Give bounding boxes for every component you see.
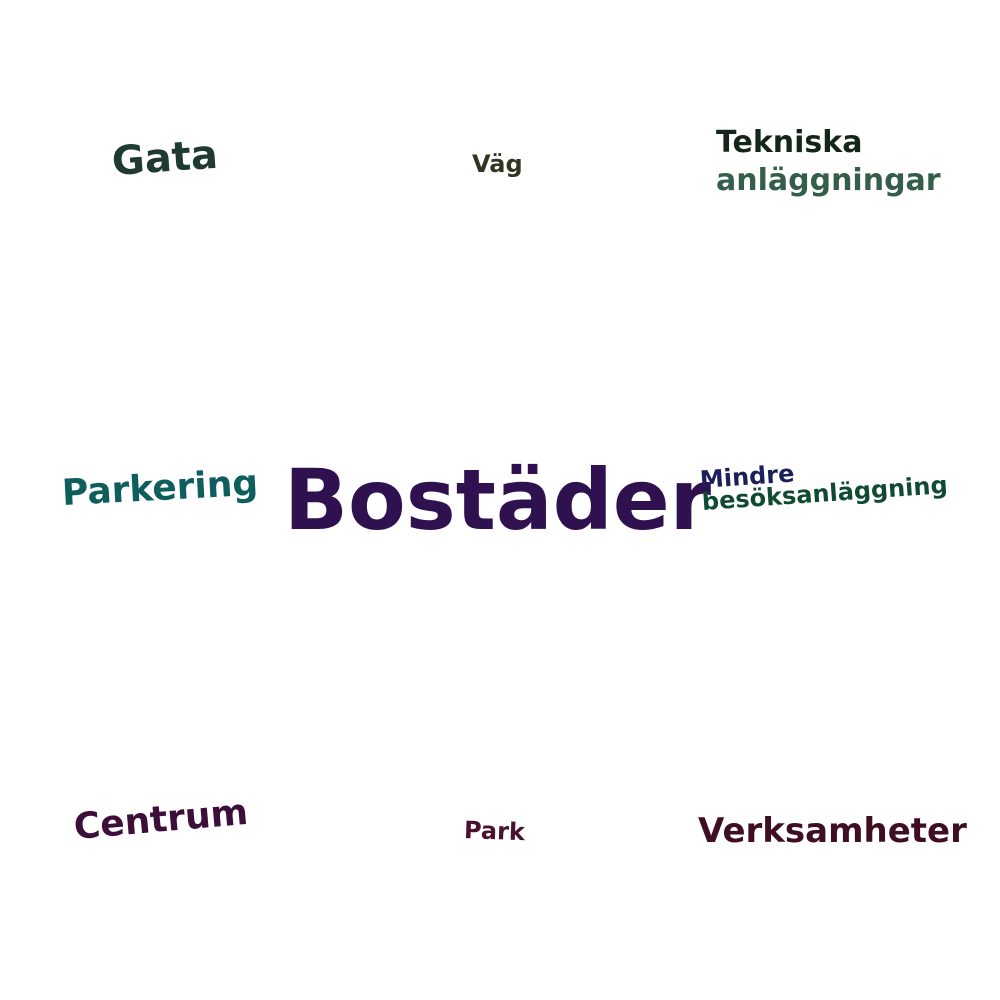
word-verksamheter: Verksamheter (698, 811, 967, 851)
word-parkering: Parkering (60, 462, 260, 514)
word-vag: Väg (472, 150, 523, 178)
word-centrum: Centrum (72, 791, 250, 848)
word-tekniska-line2: anläggningar (716, 163, 941, 198)
word-park: Park (463, 816, 526, 847)
word-bostader: Bostäder (284, 451, 712, 549)
word-gata: Gata (110, 131, 220, 185)
word-tekniska-line1: Tekniska (716, 125, 863, 160)
